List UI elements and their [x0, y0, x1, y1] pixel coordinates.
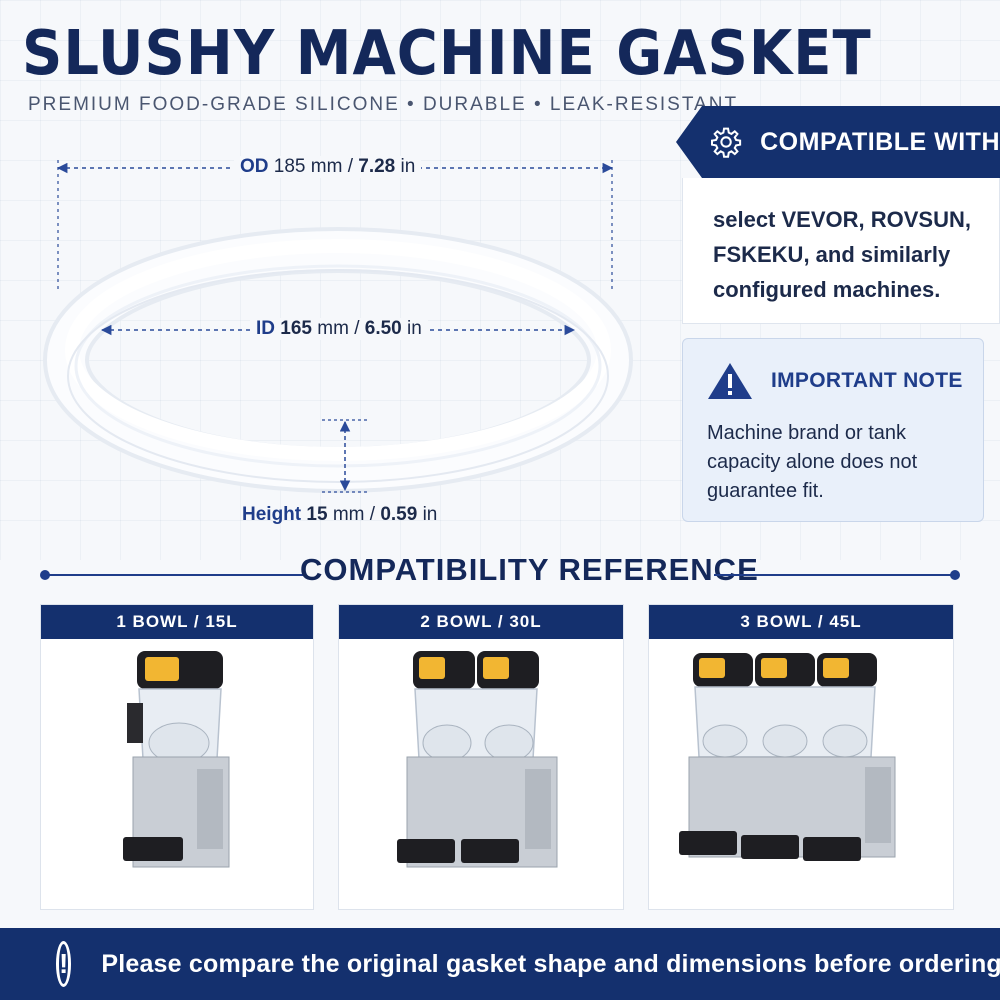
- gear-icon: [711, 127, 742, 158]
- id-label: ID 165 mm / 6.50 in: [250, 318, 428, 340]
- warning-icon: [708, 363, 752, 399]
- reference-title: COMPATIBILITY REFERENCE: [300, 552, 759, 587]
- divider-line: [44, 574, 306, 576]
- slushy-machine-3-bowl-image: [679, 653, 896, 861]
- gasket-ring: [43, 227, 633, 493]
- important-note: IMPORTANT NOTE Machine brand or tank cap…: [682, 338, 984, 522]
- card-1-bowl: 1 BOWL / 15L: [40, 604, 314, 910]
- page-subtitle: PREMIUM FOOD-GRADE SILICONE • DURABLE • …: [28, 94, 739, 115]
- card-3-bowl: 3 BOWL / 45L: [648, 604, 954, 910]
- divider-line: [714, 574, 956, 576]
- height-label: Height 15 mm / 0.59 in: [242, 504, 438, 525]
- page-title: SLUSHY MACHINE GASKET: [22, 18, 872, 90]
- note-text: Machine brand or tank capacity alone doe…: [707, 422, 918, 502]
- card-label: 1 BOWL / 15L: [41, 605, 313, 639]
- card-2-bowl: 2 BOWL / 30L: [338, 604, 624, 910]
- compatible-heading: COMPATIBLE WITH: [760, 127, 1000, 156]
- info-icon: !: [56, 941, 72, 987]
- footer-banner: ! Please compare the original gasket sha…: [0, 928, 1000, 1000]
- compatible-header: COMPATIBLE WITH: [676, 106, 1000, 178]
- card-label: 2 BOWL / 30L: [339, 605, 623, 639]
- note-heading: IMPORTANT NOTE: [771, 369, 963, 392]
- slushy-machine-1-bowl-image: [123, 651, 230, 868]
- footer-text: Please compare the original gasket shape…: [101, 949, 1000, 978]
- card-label: 3 BOWL / 45L: [649, 605, 953, 639]
- od-label: OD 185 mm / 7.28 in: [234, 156, 422, 178]
- compatible-text: select VEVOR, ROVSUN, FSKEKU, and simila…: [682, 178, 1000, 324]
- divider-dot: [950, 570, 960, 580]
- slushy-machine-2-bowl-image: [397, 651, 558, 868]
